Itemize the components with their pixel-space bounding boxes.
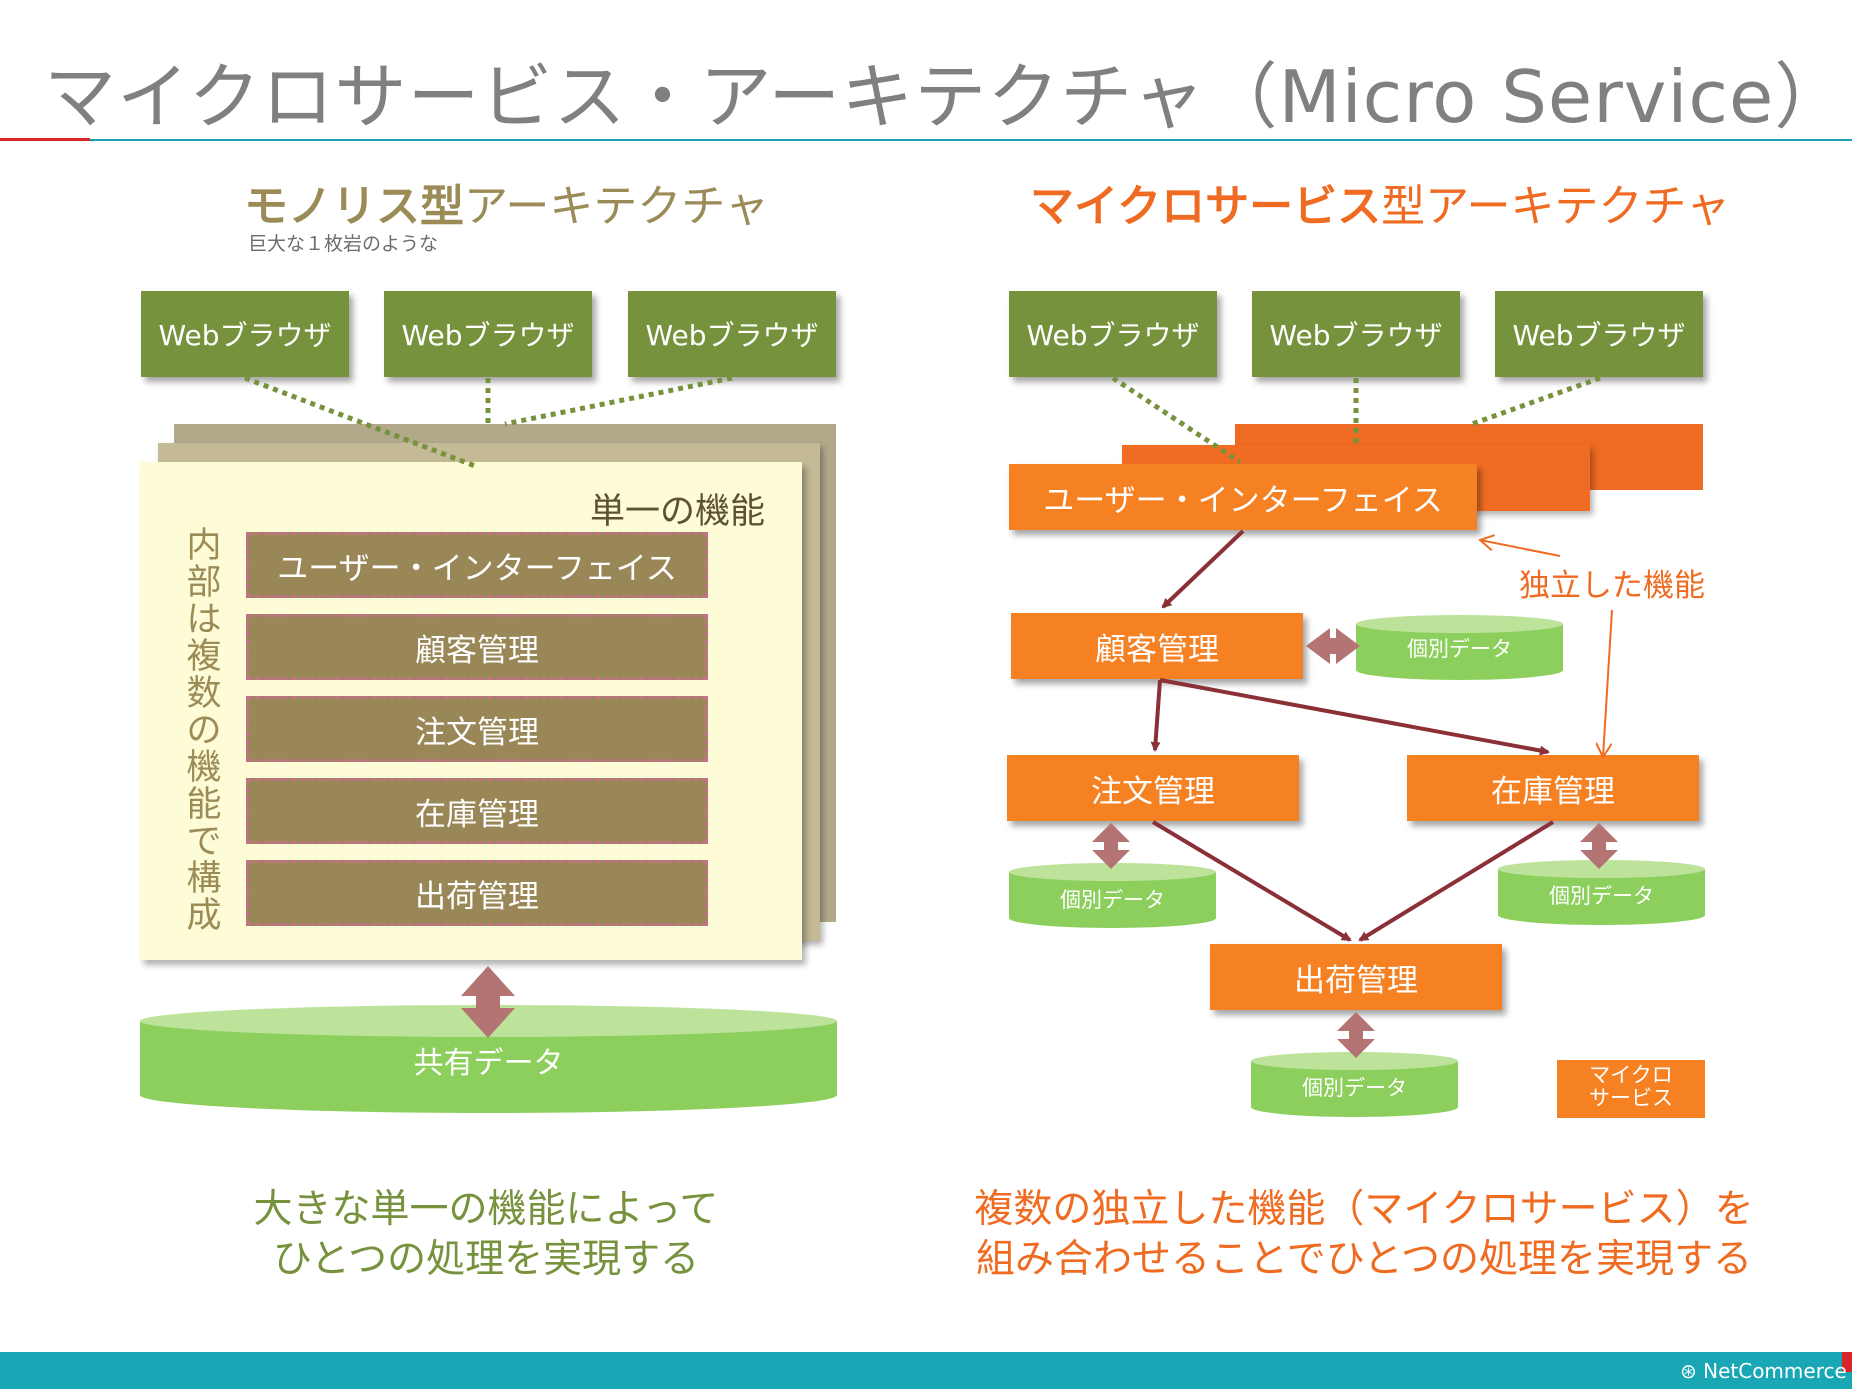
microservice-caption-line1: 複数の独立した機能（マイクロサービス）を (974, 1187, 1754, 1232)
order-data-cylinder (1009, 863, 1216, 928)
microservice-legend: マイクロ サービス (1557, 1060, 1705, 1118)
monolith-module-inventory: 在庫管理 (246, 778, 708, 844)
monolith-heading-rest: アーキテクチャ (464, 181, 769, 232)
customer-to-order-arrow (1150, 679, 1162, 752)
footer-bar (0, 1352, 1852, 1389)
micro-browser-3: Webブラウザ (1495, 291, 1703, 377)
page-title: マイクロサービス・アーキテクチャ（Micro Service） (44, 55, 1848, 139)
microservice-heading-bold: マイクロサービス (1030, 181, 1382, 232)
microservice-heading: マイクロサービス型アーキテクチャ (1030, 170, 1730, 234)
single-function-label: 単一の機能 (590, 492, 766, 532)
monolith-module-shipping: 出荷管理 (246, 860, 708, 926)
microservice-caption-line2: 組み合わせることでひとつの処理を実現する (975, 1237, 1753, 1282)
order-data-arrow (1092, 823, 1130, 869)
independent-pointer-ui (1480, 540, 1561, 557)
monolith-module-order: 注文管理 (246, 696, 708, 762)
service-order: 注文管理 (1007, 755, 1299, 821)
customer-data-cylinder (1356, 615, 1563, 680)
monolith-caption-line2: ひとつの処理を実現する (272, 1237, 700, 1282)
customer-to-inventory-arrow (1159, 678, 1550, 756)
monolith-subheading: 巨大な１枚岩のような (248, 233, 439, 255)
monolith-module-customer: 顧客管理 (246, 614, 708, 680)
monolith-browser-links (244, 375, 733, 469)
independent-function-label: 独立した機能 (1519, 568, 1705, 604)
inventory-data-label: 個別データ (1549, 884, 1654, 908)
shipping-data-arrow (1337, 1012, 1375, 1058)
legend-line2: サービス (1589, 1086, 1673, 1110)
monolith-heading-bold: モノリス型 (244, 181, 464, 232)
title-rule-accent (0, 138, 90, 141)
service-customer: 顧客管理 (1011, 613, 1303, 679)
internal-functions-label: 内部は複数の機能で構成 (186, 526, 222, 936)
microservice-caption: 複数の独立した機能（マイクロサービス）を 組み合わせることでひとつの処理を実現す… (944, 1185, 1784, 1285)
monolith-caption: 大きな単一の機能によって ひとつの処理を実現する (176, 1185, 796, 1285)
service-inventory: 在庫管理 (1407, 755, 1699, 821)
monolith-browser-3: Webブラウザ (628, 291, 836, 377)
monolith-heading: モノリス型アーキテクチャ (244, 170, 769, 234)
customer-data-label: 個別データ (1407, 637, 1512, 661)
micro-link-1 (1111, 375, 1242, 465)
logo-text: NetCommerce (1703, 1359, 1847, 1383)
inventory-to-shipping-arrow (1358, 820, 1555, 942)
footer-logo: ⊛ NetCommerce (1680, 1359, 1847, 1383)
independent-pointers (1480, 540, 1613, 757)
micro-browser-2: Webブラウザ (1252, 291, 1460, 377)
footer-accent (1842, 1352, 1852, 1372)
microservice-heading-rest: 型アーキテクチャ (1381, 181, 1731, 232)
order-data-label: 個別データ (1060, 888, 1165, 912)
monolith-module-ui: ユーザー・インターフェイス (246, 532, 708, 598)
order-to-shipping-arrow (1151, 820, 1352, 942)
monolith-link-1 (244, 375, 476, 469)
shared-data-label: 共有データ (413, 1046, 564, 1081)
monolith-browser-1: Webブラウザ (141, 291, 349, 377)
service-shipping: 出荷管理 (1210, 944, 1502, 1010)
inventory-data-cylinder (1498, 860, 1705, 925)
service-flow-arrows (1150, 529, 1555, 942)
micro-browser-links (1111, 375, 1601, 465)
service-ui: ユーザー・インターフェイス (1009, 464, 1477, 530)
micro-link-3 (1471, 375, 1601, 427)
shipping-data-cylinder (1251, 1052, 1458, 1117)
customer-data-arrow (1306, 628, 1360, 664)
title-rule (90, 139, 1852, 141)
micro-browser-1: Webブラウザ (1009, 291, 1217, 377)
monolith-caption-line1: 大きな単一の機能によって (253, 1187, 719, 1232)
logo-mark-icon: ⊛ (1680, 1359, 1697, 1383)
inventory-data-arrow (1580, 823, 1618, 869)
monolith-browser-2: Webブラウザ (384, 291, 592, 377)
monolith-shared-data-arrow (461, 966, 515, 1038)
ui-to-customer-arrow (1161, 529, 1245, 609)
legend-line1: マイクロ (1589, 1063, 1673, 1087)
independent-pointer-inventory (1603, 609, 1613, 757)
monolith-link-3 (504, 375, 733, 427)
shipping-data-label: 個別データ (1302, 1076, 1407, 1100)
